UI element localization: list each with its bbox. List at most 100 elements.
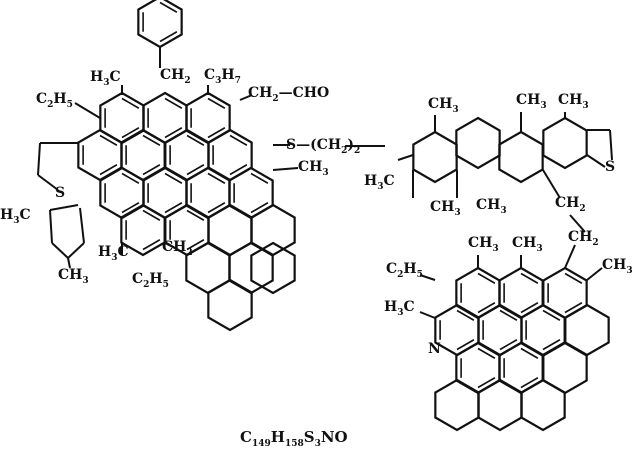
label-c3h7: C3H7 (204, 67, 241, 86)
label-ch3-g: CH3 (512, 235, 543, 254)
double-bond (456, 339, 475, 351)
double-bond (520, 377, 539, 389)
double-bond (142, 164, 161, 176)
double-bond (121, 97, 140, 109)
molecular-formula: C149H158S3NO (240, 430, 348, 449)
formula-s: S (303, 428, 315, 446)
double-bond (121, 202, 140, 214)
ring (455, 266, 501, 320)
double-bond (207, 127, 226, 139)
bond (542, 169, 561, 199)
label-ch2-link2: CH2 (568, 229, 599, 248)
label-s-bridge: S—(CH2)2 (286, 137, 361, 156)
bond (609, 129, 613, 161)
double-bond (164, 97, 183, 109)
ring (542, 116, 588, 170)
ring (542, 341, 588, 395)
ring (142, 166, 188, 220)
double-bond (186, 164, 205, 176)
bond (49, 204, 79, 211)
bond (272, 167, 299, 171)
bond (586, 267, 603, 281)
bond (419, 311, 436, 319)
label-h3c-top: H3C (90, 69, 121, 88)
formula-c-count: 149 (251, 439, 271, 449)
label-s-left: S (55, 185, 66, 201)
double-bond (499, 339, 518, 351)
double-bond (564, 302, 583, 314)
label-ch3-d: CH3 (430, 199, 461, 218)
label-ch3-e: CH3 (476, 197, 507, 216)
label-ch3-c: CH3 (558, 92, 589, 111)
label-s-right: S (605, 159, 616, 175)
double-bond (250, 202, 269, 214)
bond (51, 242, 69, 259)
bond (37, 142, 41, 176)
double-bond (164, 172, 183, 184)
bond (67, 257, 71, 269)
formula-s-count: 3 (314, 439, 321, 449)
ring (434, 378, 480, 432)
bond (419, 274, 436, 281)
ring (185, 91, 231, 145)
ring (99, 91, 145, 145)
double-bond (207, 172, 226, 184)
double-bond (121, 172, 140, 184)
double-bond (121, 127, 140, 139)
bond (164, 242, 176, 249)
label-ch3-core: CH3 (298, 159, 329, 178)
double-bond (520, 272, 539, 284)
label-c2h5-bottom: C2H5 (132, 271, 169, 290)
label-h3c-bottom: H3C (98, 244, 129, 263)
double-bond (159, 1, 178, 13)
ring (477, 378, 523, 432)
double-bond (520, 347, 539, 359)
label-ch3-a: CH3 (428, 96, 459, 115)
double-bond (164, 202, 183, 214)
double-bond (564, 272, 583, 284)
double-bond (164, 127, 183, 139)
double-bond (229, 164, 248, 176)
label-ch3-b: CH3 (516, 92, 547, 111)
double-bond (159, 31, 178, 43)
label-c2h5-right: C2H5 (386, 261, 423, 280)
label-ch2-cho: CH2—CHO (248, 85, 330, 104)
label-ch2-bottom: CH2 (162, 239, 193, 258)
double-bond (542, 309, 561, 321)
double-bond (207, 97, 226, 109)
formula-h-count: 158 (284, 439, 304, 449)
double-bond (542, 339, 561, 351)
label-h3c-right: H3C (384, 299, 415, 318)
bond (67, 242, 85, 259)
double-bond (477, 302, 496, 314)
double-bond (99, 164, 118, 176)
label-ch3-h: CH3 (602, 257, 633, 276)
label-ch3-cyclo: CH3 (58, 267, 89, 286)
ring (250, 241, 296, 295)
bond (79, 207, 85, 244)
label-h3c-cyclo: H3C (0, 207, 31, 226)
double-bond (229, 134, 248, 146)
label-ch2-top: CH2 (160, 67, 191, 86)
label-c2h5-left: C2H5 (36, 91, 73, 110)
double-bond (250, 172, 269, 184)
bond (74, 102, 101, 119)
double-bond (186, 239, 205, 251)
bond (569, 214, 586, 233)
bond (49, 209, 53, 244)
ring (99, 166, 145, 220)
label-n: N (428, 341, 441, 357)
bond (239, 94, 253, 101)
ring (498, 266, 544, 320)
double-bond (99, 134, 118, 146)
double-bond (477, 347, 496, 359)
ring (498, 130, 544, 184)
ring (520, 378, 566, 432)
bond (564, 244, 576, 269)
formula-c: C (240, 428, 252, 446)
ring (455, 341, 501, 395)
bond (397, 154, 414, 161)
double-bond (142, 209, 161, 221)
